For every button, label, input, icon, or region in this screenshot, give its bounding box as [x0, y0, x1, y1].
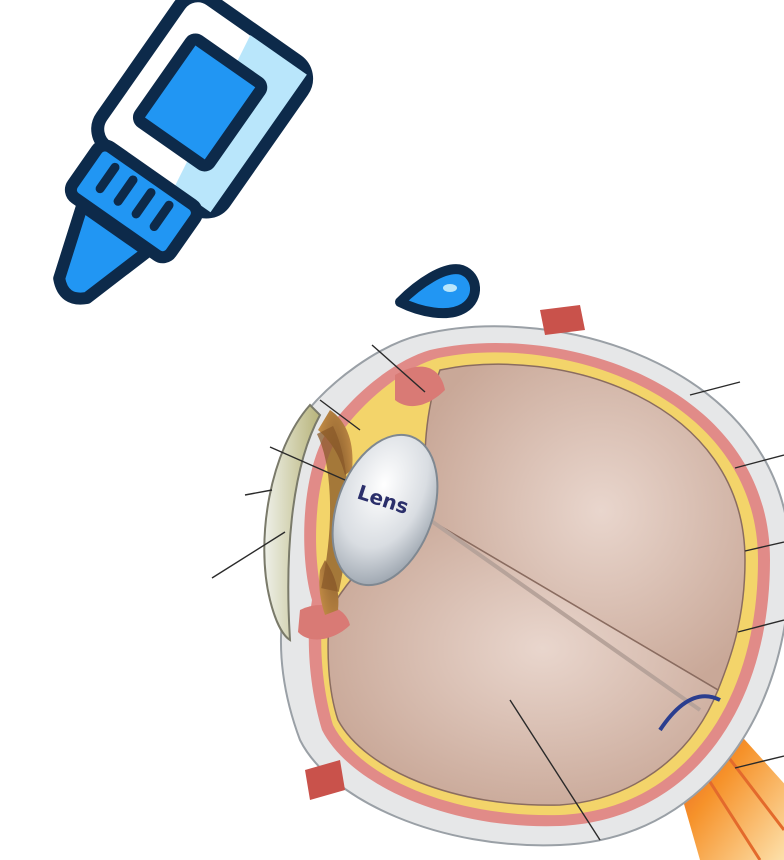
droplet-icon [400, 269, 475, 313]
muscle-top [540, 305, 585, 335]
eye-drop-bottle-icon [7, 0, 315, 338]
eye-cross-section: Lens [264, 305, 784, 860]
muscle-bottom [305, 760, 345, 800]
